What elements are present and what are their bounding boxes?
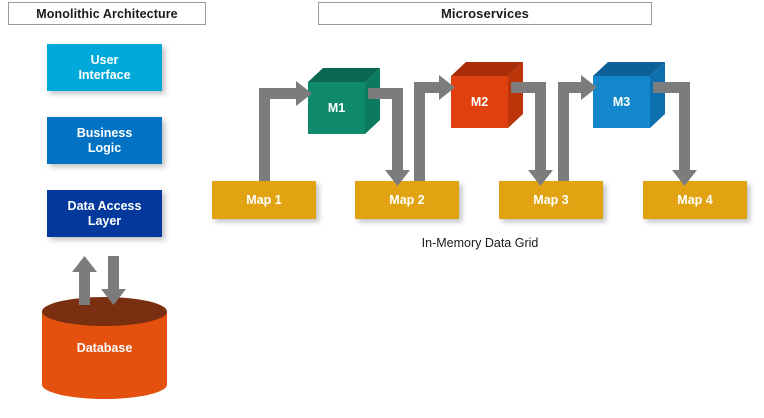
microservice-m3: M3	[593, 62, 665, 128]
m1-label: M1	[327, 101, 346, 115]
m3-label: M3	[612, 95, 631, 109]
map-box-3: Map 3	[499, 181, 603, 219]
layer-business-logic: Business Logic	[47, 117, 162, 164]
arrow-map1-to-m1	[259, 81, 312, 181]
in-memory-data-grid-caption: In-Memory Data Grid	[421, 236, 539, 250]
layer-user-interface: User Interface	[47, 44, 162, 91]
arrow-map3-to-m3	[558, 75, 597, 181]
m2-label: M2	[470, 95, 489, 109]
map-box-2: Map 2	[355, 181, 459, 219]
layer-data-access-layer: Data Access Layer	[47, 190, 162, 237]
map-box-4: Map 4	[643, 181, 747, 219]
database-cylinder: Database	[42, 297, 167, 399]
m1-cube-shape	[308, 68, 380, 134]
microservices-title: Microservices	[318, 2, 652, 25]
monolithic-architecture-title: Monolithic Architecture	[8, 2, 206, 25]
arrow-map2-to-m2	[414, 75, 455, 181]
microservice-m2: M2	[451, 62, 523, 128]
database-label: Database	[76, 341, 133, 355]
microservice-m1: M1	[308, 68, 380, 134]
map-box-1: Map 1	[212, 181, 316, 219]
